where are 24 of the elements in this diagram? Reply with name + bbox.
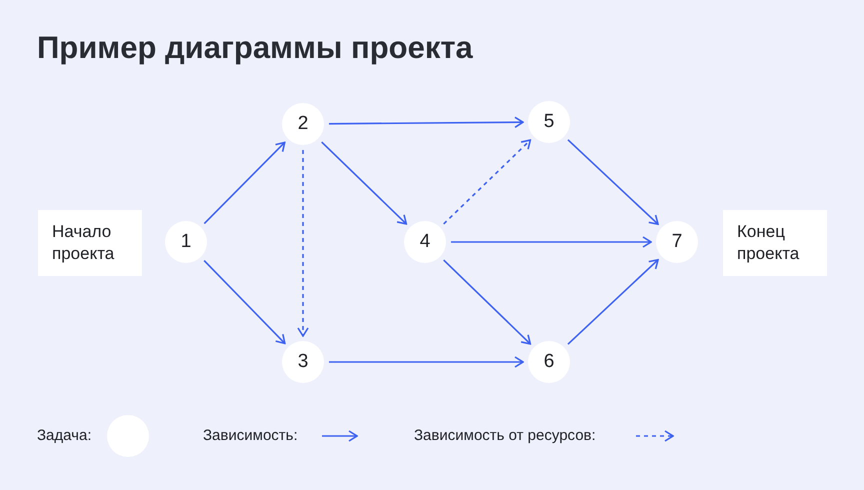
arrow [451, 236, 652, 248]
task-circle: 3 [282, 341, 324, 383]
arrow [204, 142, 286, 224]
legend-label: Задача: [37, 427, 92, 444]
arrow [329, 356, 524, 368]
task-circle: 1 [165, 221, 207, 263]
arrow [329, 116, 524, 128]
task-circle: 7 [656, 221, 698, 263]
arrow [443, 139, 532, 224]
arrow [567, 258, 659, 345]
task-circle: 4 [404, 221, 446, 263]
legend-label: Зависимость: [203, 427, 298, 444]
legend-label: Зависимость от ресурсов: [414, 427, 596, 444]
task-circle: 5 [528, 101, 570, 143]
arrow [204, 260, 286, 344]
box-label: Начало проекта [52, 221, 116, 265]
arrow [567, 139, 659, 226]
box-label: Конец проекта [737, 221, 800, 265]
arrow [321, 142, 408, 225]
arrow [443, 260, 532, 345]
task-circle: 2 [282, 103, 324, 145]
diagram-title: Пример диаграммы проекта [37, 30, 473, 66]
arrow [297, 150, 309, 337]
task-circle: 6 [528, 341, 570, 383]
